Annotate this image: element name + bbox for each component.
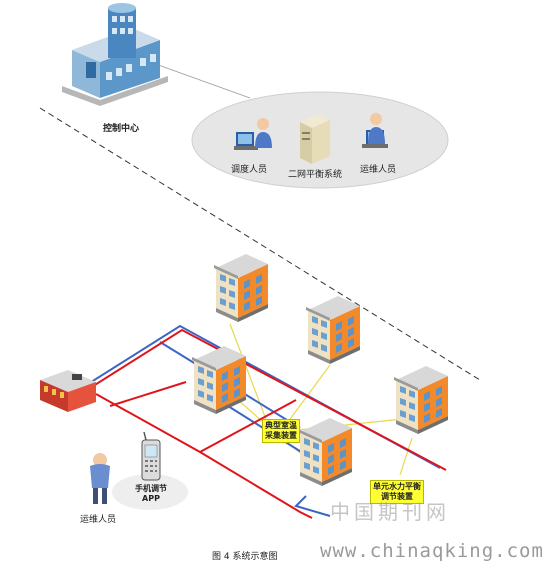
building-1 (214, 254, 268, 322)
gateway-device-label: 典型室温 采集装置 (262, 419, 300, 443)
field-operator-label: 运维人员 (80, 515, 117, 525)
dispatcher-icon (234, 118, 272, 150)
building-2 (306, 296, 360, 364)
app-label: 手机调节 APP (135, 484, 167, 503)
heat-station-icon (40, 370, 96, 412)
building-4 (394, 366, 448, 434)
separator-line (39, 107, 481, 381)
unit-device-label: 单元水力平衡 调节装置 (370, 480, 424, 504)
maintainer-label: 运维人员 (360, 165, 397, 175)
watermark: www.chinaqking.com (320, 540, 544, 562)
dispatcher-label: 调度人员 (231, 165, 268, 175)
figure-caption: 图 4 系统示意图 (212, 552, 278, 562)
maintainer-top-icon (362, 113, 388, 148)
system-label: 二网平衡系统 (288, 170, 343, 180)
control-center-building-icon (62, 3, 168, 106)
supply-pipes (89, 328, 447, 519)
field-operator-icon (90, 453, 110, 504)
watermark-cn: 中国期刊网 (330, 500, 450, 524)
building-5 (298, 418, 352, 486)
server-icon (300, 114, 330, 164)
app-ellipse (112, 474, 188, 510)
building-3 (192, 346, 246, 414)
mobile-phone-icon (141, 431, 161, 481)
control-center-label: 控制中心 (103, 124, 140, 134)
hq-link (149, 61, 251, 99)
residential-buildings (192, 254, 448, 486)
